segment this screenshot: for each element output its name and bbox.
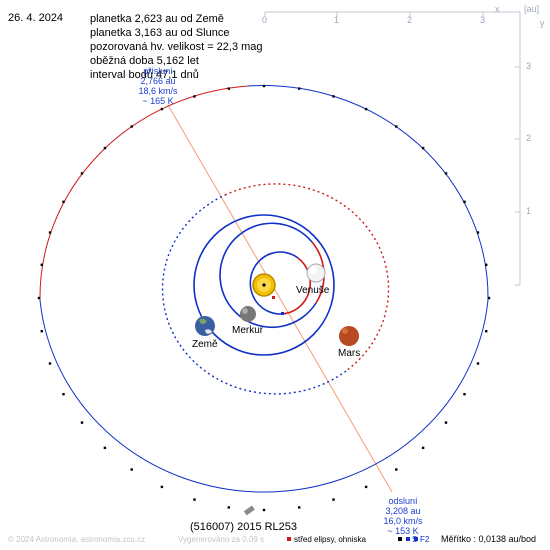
- asteroid-marker: [243, 505, 255, 516]
- apsis-line: [167, 104, 393, 493]
- x-axis-label: x: [495, 4, 500, 14]
- orbit-dot: [485, 263, 488, 266]
- orbit-dot: [421, 446, 425, 450]
- earth-planet: [195, 316, 215, 336]
- venus-label: Venuše: [296, 285, 330, 296]
- asteroid-orbit: [39, 85, 489, 493]
- orbit-dot: [193, 95, 196, 98]
- legend-ellipse-center: střed elipsy, ohniska: [294, 535, 366, 544]
- orbit-dot: [80, 421, 84, 424]
- mercury-orbit: [249, 251, 312, 315]
- orbit-dot: [476, 231, 480, 234]
- orbit-dot: [332, 498, 335, 501]
- orbit-dot: [48, 362, 52, 365]
- x-tick-0: 0: [262, 15, 268, 25]
- sun-distance-text: planetka 3,163 au od Slunce: [90, 27, 230, 39]
- axes: [264, 11, 521, 286]
- mars-label: Mars: [338, 348, 361, 359]
- perihelion-title: přísluní: [143, 66, 173, 76]
- orbit-dot: [40, 330, 43, 333]
- interval-text: interval bodů 47,1 dnů: [90, 69, 199, 81]
- orbit-dot: [80, 172, 84, 175]
- y-tick-1: 1: [526, 206, 532, 216]
- mercury-planet: [240, 306, 256, 322]
- earth-distance-text: planetka 2,623 au od Země: [90, 13, 224, 25]
- y-tick-2: 2: [526, 133, 532, 143]
- focus-f2-marker: [281, 312, 284, 315]
- orbit-dot: [421, 146, 425, 150]
- orbit-dot: [476, 362, 480, 365]
- axis-unit: [au]: [524, 4, 540, 14]
- ellipse-center-marker: [272, 296, 275, 299]
- orbit-dot: [48, 231, 52, 234]
- mars-planet: [339, 326, 359, 346]
- earth-orbit: [193, 214, 335, 356]
- orbit-dot: [444, 172, 448, 175]
- aphelion-speed: 16,0 km/s: [383, 516, 423, 526]
- orbit-dot: [487, 296, 491, 300]
- orbit-dot: [364, 107, 368, 111]
- orbit-dot: [193, 498, 196, 501]
- perihelion-distance: 2,766 au: [140, 76, 176, 86]
- y-tick-3: 3: [526, 61, 532, 71]
- mercury-label: Merkur: [232, 325, 264, 336]
- mars-orbit: [161, 183, 390, 395]
- orbit-dot: [227, 506, 230, 509]
- orbit-dot: [103, 146, 107, 150]
- orbit-dot: [332, 95, 335, 98]
- y-axis-label: y: [540, 18, 545, 28]
- orbit-dot: [130, 125, 133, 128]
- orbit-dot: [40, 263, 43, 266]
- orbit-dot: [262, 84, 266, 88]
- generation-time: Vygenerováno za 0,09 s: [178, 535, 264, 544]
- venus-planet: [306, 263, 326, 283]
- aphelion-title: odsluní: [388, 496, 418, 506]
- orbit-dot: [262, 508, 266, 512]
- perihelion-speed: 18,6 km/s: [138, 86, 178, 96]
- orbit-dot: [298, 87, 301, 90]
- orbit-dot: [485, 330, 488, 333]
- sun: [252, 273, 276, 297]
- aphelion-distance: 3,208 au: [385, 506, 421, 516]
- date-label: 26. 4. 2024: [8, 12, 64, 24]
- orbit-dot: [62, 200, 65, 203]
- legend-f2: F2: [420, 535, 430, 544]
- orbit-dot: [227, 87, 230, 90]
- copyright-text: © 2024 Astronomia, astronomia.zcu.cz: [8, 535, 146, 544]
- earth-label: Země: [192, 339, 218, 350]
- orbit-dot: [463, 200, 466, 203]
- x-tick-2: 2: [407, 15, 413, 25]
- orbit-dot: [444, 421, 448, 424]
- orbit-dot: [130, 468, 133, 471]
- orbit-dot: [364, 485, 368, 489]
- aphelion-label: odsluní 3,208 au 16,0 km/s ~ 153 K: [372, 496, 434, 536]
- orbit-dot: [298, 506, 301, 509]
- scale-text: Měřítko : 0,0138 au/bod: [441, 534, 537, 544]
- orbit-dot: [463, 393, 466, 396]
- orbit-dot: [37, 296, 41, 300]
- legend-sun: S: [412, 535, 418, 544]
- perihelion-label: přísluní 2,766 au 18,6 km/s ~ 165 K: [128, 66, 188, 106]
- aphelion-temp: ~ 153 K: [387, 526, 419, 536]
- orbit-dot: [160, 107, 164, 111]
- perihelion-temp: ~ 165 K: [142, 96, 174, 106]
- orbit-dot: [160, 485, 164, 489]
- orbit-dot: [62, 393, 65, 396]
- orbit-dot: [103, 446, 107, 450]
- asteroid-name: (516007) 2015 RL253: [190, 521, 298, 533]
- period-text: oběžná doba 5,162 let: [90, 55, 199, 67]
- magnitude-text: pozorovaná hv. velikost = 22,3 mag: [90, 41, 263, 53]
- orbit-dot: [395, 125, 398, 128]
- x-tick-3: 3: [480, 15, 486, 25]
- orbit-interval-dots: [37, 84, 491, 512]
- orbit-dot: [395, 468, 398, 471]
- x-tick-1: 1: [334, 15, 340, 25]
